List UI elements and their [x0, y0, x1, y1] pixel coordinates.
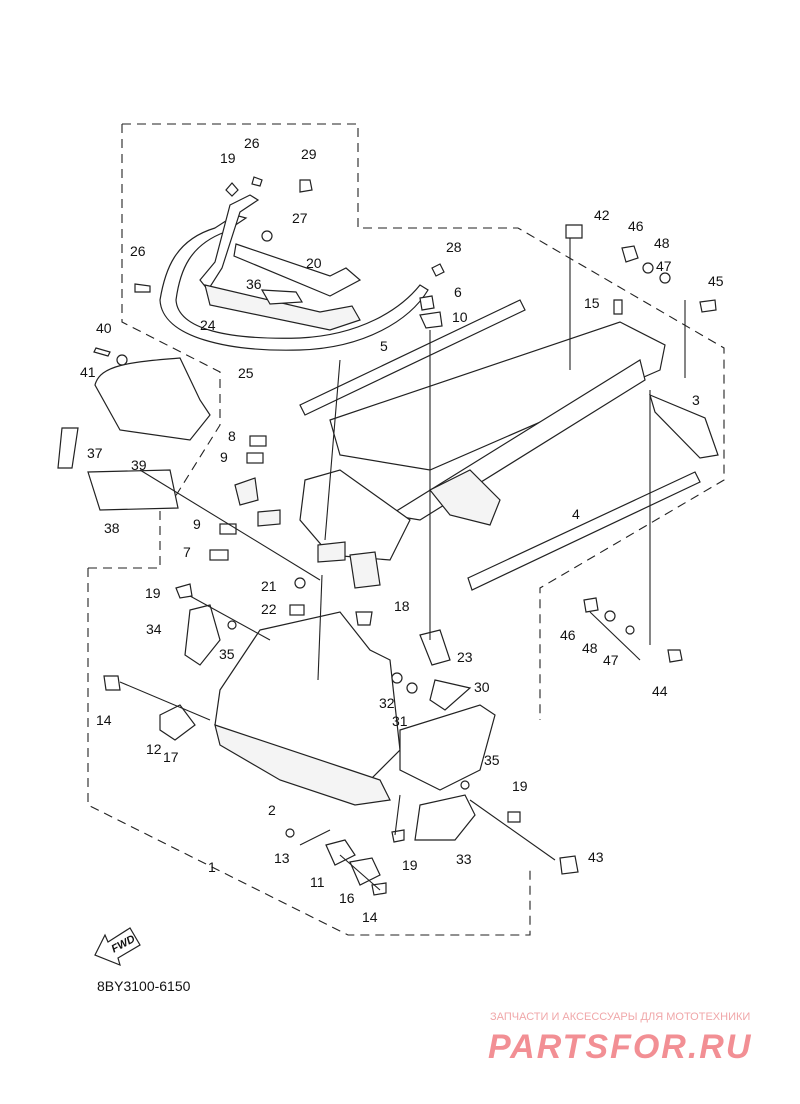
callout-label: 32	[379, 695, 395, 711]
callout-label: 45	[708, 273, 724, 289]
callout-label: 26	[130, 243, 146, 259]
callout-label: 16	[339, 890, 355, 906]
callout-label: 25	[238, 365, 254, 381]
callout-label: 17	[163, 749, 179, 765]
callout-label: 47	[603, 652, 619, 668]
callout-label: 20	[306, 255, 322, 271]
callout-label: 8	[228, 428, 236, 444]
callout-label: 24	[200, 317, 216, 333]
left-small-parts	[57, 347, 267, 561]
callout-label: 19	[402, 857, 418, 873]
callout-label: 40	[96, 320, 112, 336]
callout-label: 30	[474, 679, 490, 695]
callout-label: 4	[572, 506, 580, 522]
callout-label: 46	[560, 627, 576, 643]
callout-label: 5	[380, 338, 388, 354]
callout-label: 3	[692, 392, 700, 408]
group-boundaries	[87, 123, 725, 936]
callout-label: 48	[582, 640, 598, 656]
callout-label: 29	[301, 146, 317, 162]
callout-label: 41	[80, 364, 96, 380]
callout-label: 35	[219, 646, 235, 662]
callout-label: 38	[104, 520, 120, 536]
callout-label: 34	[146, 621, 162, 637]
callout-label: 23	[457, 649, 473, 665]
callout-label: 9	[193, 516, 201, 532]
main-frame	[234, 299, 719, 591]
callout-label: 39	[131, 457, 147, 473]
watermark: ЗАПЧАСТИ И АКСЕССУАРЫ ДЛЯ МОТОТЕХНИКИ PA…	[488, 1011, 752, 1066]
callout-label: 6	[454, 284, 462, 300]
right-small-parts	[565, 224, 717, 663]
callout-label: 15	[584, 295, 600, 311]
callout-label: 21	[261, 578, 277, 594]
callout-label: 27	[292, 210, 308, 226]
watermark-tagline: ЗАПЧАСТИ И АКСЕССУАРЫ ДЛЯ МОТОТЕХНИКИ	[490, 1011, 750, 1023]
fwd-arrow-icon: FWD	[94, 927, 141, 967]
callout-label: 7	[183, 544, 191, 560]
callout-label: 35	[484, 752, 500, 768]
callout-label: 43	[588, 849, 604, 865]
callout-label: 9	[220, 449, 228, 465]
callout-labels: 1234567899101112131414151617181919191920…	[80, 135, 724, 925]
callout-label: 28	[446, 239, 462, 255]
callout-label: 26	[244, 135, 260, 151]
callout-label: 31	[392, 713, 408, 729]
callout-label: 14	[96, 712, 112, 728]
callout-label: 19	[145, 585, 161, 601]
callout-label: 13	[274, 850, 290, 866]
callout-label: 37	[87, 445, 103, 461]
callout-label: 47	[656, 258, 672, 274]
callout-label: 1	[208, 859, 216, 875]
callout-label: 10	[452, 309, 468, 325]
rail-assembly	[134, 176, 445, 351]
callout-label: 42	[594, 207, 610, 223]
callout-label: 19	[512, 778, 528, 794]
callout-label: 36	[246, 276, 262, 292]
lower-skid	[103, 577, 579, 896]
callout-label: 46	[628, 218, 644, 234]
watermark-brand: PARTSFOR.RU	[488, 1028, 752, 1066]
leader-lines	[119, 238, 686, 891]
diagram-code: 8BY3100-6150	[97, 978, 191, 994]
callout-label: 33	[456, 851, 472, 867]
callout-label: 44	[652, 683, 668, 699]
callout-label: 48	[654, 235, 670, 251]
callout-label: 14	[362, 909, 378, 925]
callout-label: 22	[261, 601, 277, 617]
callout-label: 2	[268, 802, 276, 818]
callout-label: 18	[394, 598, 410, 614]
callout-label: 12	[146, 741, 162, 757]
callout-label: 19	[220, 150, 236, 166]
callout-label: 11	[310, 874, 325, 890]
